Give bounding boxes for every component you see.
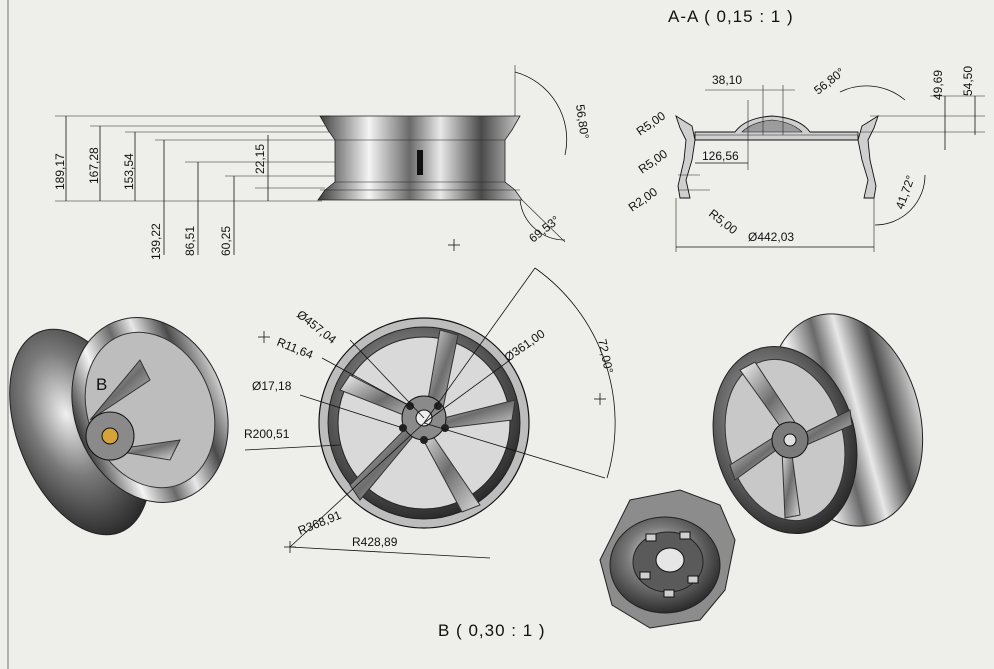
angle-41-72: 41,72° <box>893 173 918 211</box>
wheel-iso-right <box>712 313 924 535</box>
leader-line <box>299 394 404 429</box>
dim-167-28: 167,28 <box>87 147 101 184</box>
lug-hole <box>420 436 428 444</box>
detail-lug-pocket <box>679 531 691 540</box>
radius-r5-mid: R5,00 <box>636 146 671 176</box>
leader-line <box>289 422 425 548</box>
section-left-flange <box>675 114 696 199</box>
leader-line <box>423 359 511 424</box>
angle-56-80: 56,80° <box>573 103 592 140</box>
dim-60-25: 60,25 <box>219 226 233 256</box>
dim-54-50: 54,50 <box>961 66 975 96</box>
angle-arc <box>874 174 926 226</box>
side-view: 189,17 167,28 153,54 139,22 86,51 60,25 … <box>53 65 592 260</box>
section-right-flange <box>857 114 879 199</box>
dim-189-17: 189,17 <box>53 153 67 190</box>
leader-line <box>321 357 411 407</box>
section-hub-bore <box>741 119 803 133</box>
detail-lug-pocket <box>687 575 699 584</box>
angle-69-53: 69,53° <box>526 213 562 246</box>
extension-line <box>521 199 566 243</box>
spoke <box>89 359 151 421</box>
radius-r5-bottom: R5,00 <box>706 206 740 237</box>
angle-72: 72,00° <box>595 338 616 375</box>
dim-86-51: 86,51 <box>183 226 197 256</box>
dim-153-54: 153,54 <box>122 153 136 190</box>
detail-b-view <box>599 489 736 629</box>
detail-b-callout: B <box>96 375 108 394</box>
angle-56-80-section: 56,80° <box>811 65 847 98</box>
lug-hole <box>441 424 449 432</box>
lug-hole <box>434 402 442 410</box>
radius-r200: R200,51 <box>244 427 290 441</box>
angle-arc <box>534 267 616 479</box>
leader-line <box>289 546 491 559</box>
spoke <box>109 439 181 461</box>
hub-center <box>101 427 119 445</box>
dim-49-69: 49,69 <box>931 70 945 100</box>
leader-line <box>423 422 606 479</box>
dim-22-15: 22,15 <box>253 144 267 174</box>
section-view: 38,10 56,80° 49,69 54,50 126,56 R5,00 R5… <box>626 65 985 252</box>
radius-r5-top: R5,00 <box>634 108 669 138</box>
dim-diameter-361: Ø361,00 <box>502 326 548 364</box>
angle-arc <box>839 85 906 101</box>
wheel-iso-left: B <box>9 317 229 536</box>
detail-lug-pocket <box>645 533 657 542</box>
dim-diameter-457: Ø457,04 <box>294 307 339 347</box>
dim-38-10: 38,10 <box>712 73 742 87</box>
detail-hub-bore <box>655 547 685 573</box>
section-aa-title: A-A ( 0,15 : 1 ) <box>668 7 794 26</box>
dim-diameter-442: Ø442,03 <box>748 230 794 244</box>
detail-lug-pocket <box>639 571 651 580</box>
radius-r368: R368,91 <box>296 508 344 538</box>
dim-139-22: 139,22 <box>149 223 163 260</box>
leader-line <box>349 339 425 419</box>
detail-b-title: B ( 0,30 : 1 ) <box>438 621 546 640</box>
dim-126-56: 126,56 <box>702 149 739 163</box>
leader-line <box>423 267 536 424</box>
hub-bore <box>783 433 797 447</box>
leader-line <box>244 444 341 451</box>
radius-r428: R428,89 <box>352 535 398 549</box>
radius-r11-64: R11,64 <box>275 335 316 362</box>
dim-diameter-17: Ø17,18 <box>252 379 292 393</box>
angle-arc <box>519 199 566 241</box>
radius-r2: R2,00 <box>626 184 661 214</box>
detail-lug-pocket <box>663 589 675 598</box>
angle-arc <box>514 71 568 156</box>
front-view: Ø457,04 R11,64 Ø17,18 R200,51 R368,91 R4… <box>244 267 616 559</box>
